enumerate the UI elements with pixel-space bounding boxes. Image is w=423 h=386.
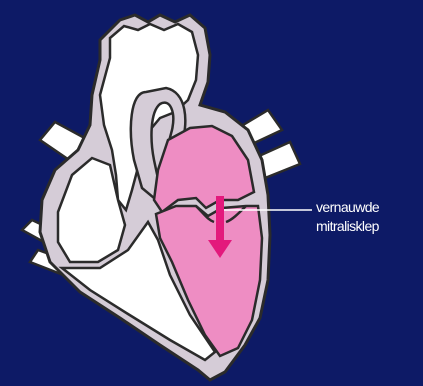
callout-label-line-1: vernauwde — [316, 198, 379, 216]
callout-label-line-2: mitralisklep — [316, 217, 379, 235]
